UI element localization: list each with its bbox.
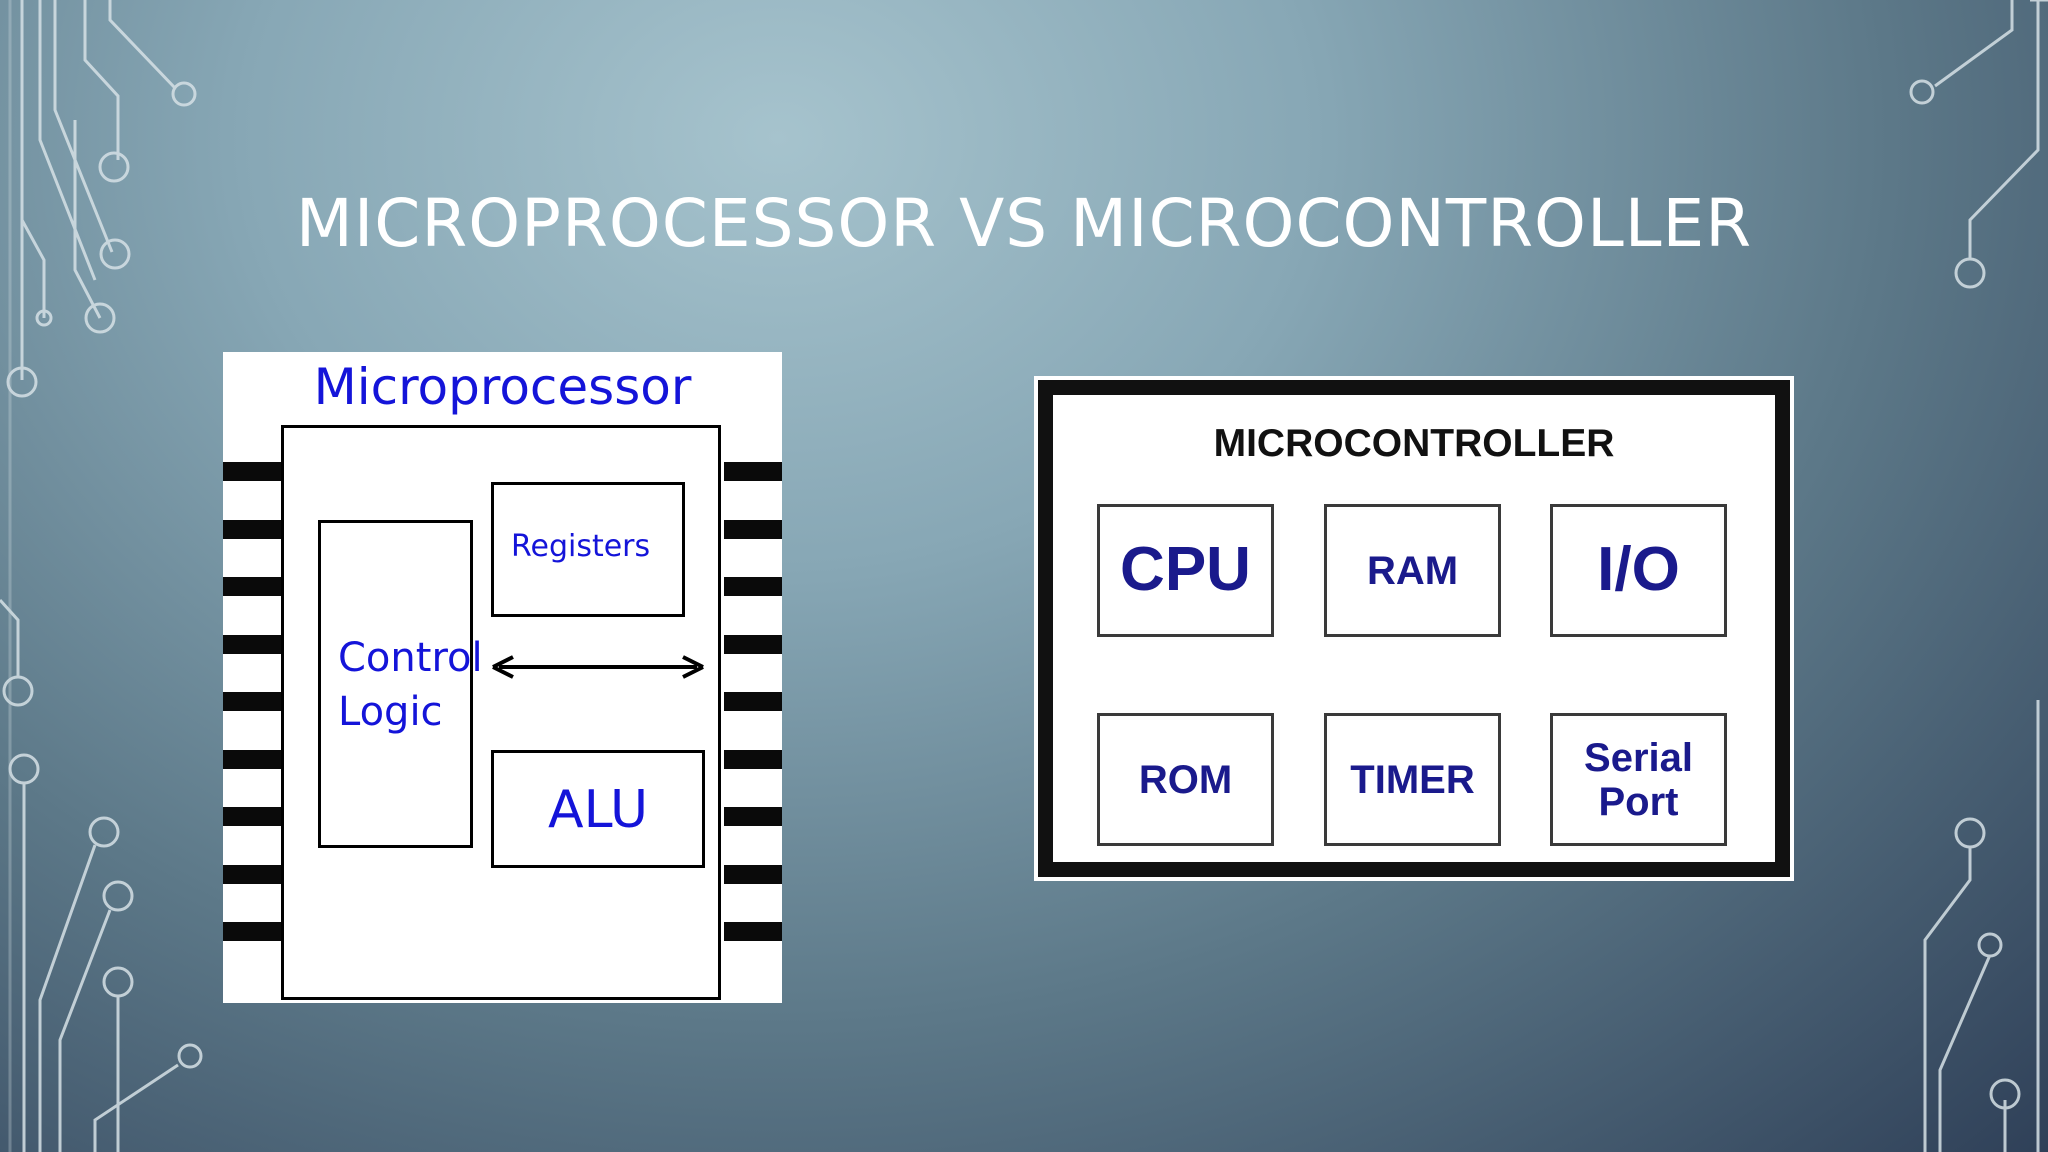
microprocessor-diagram: Microprocessor Control Logic Registers A… xyxy=(223,352,782,1003)
chip-pin xyxy=(724,750,782,769)
chip-pin xyxy=(223,750,281,769)
chip-pin xyxy=(724,865,782,884)
chip-pin xyxy=(724,692,782,711)
io-label: I/O xyxy=(1597,535,1680,605)
rom-block: ROM xyxy=(1097,713,1274,846)
rom-label: ROM xyxy=(1138,757,1233,802)
chip-pin xyxy=(223,635,281,654)
ram-label: RAM xyxy=(1366,548,1459,593)
chip-pin xyxy=(724,922,782,941)
serial-port-label: Serial Port xyxy=(1584,735,1693,824)
chip-pin xyxy=(724,807,782,826)
microcontroller-diagram: MICROCONTROLLER CPU RAM I/O ROM TIMER Se… xyxy=(1034,376,1794,881)
chip-pin xyxy=(724,635,782,654)
slide-title: MICROPROCESSOR VS MICROCONTROLLER xyxy=(295,185,1753,262)
control-logic-label-line2: Logic xyxy=(338,689,443,735)
cpu-block: CPU xyxy=(1097,504,1274,637)
cpu-label: CPU xyxy=(1120,535,1251,605)
microcontroller-frame xyxy=(1038,380,1790,877)
chip-pin xyxy=(223,922,281,941)
timer-label: TIMER xyxy=(1350,757,1475,802)
chip-pin xyxy=(223,577,281,596)
registers-box xyxy=(491,482,685,617)
serial-port-block: Serial Port xyxy=(1550,713,1727,846)
chip-pin xyxy=(223,865,281,884)
chip-pin xyxy=(223,462,281,481)
io-block: I/O xyxy=(1550,504,1727,637)
chip-pin xyxy=(724,577,782,596)
microprocessor-title: Microprocessor xyxy=(313,358,692,416)
chip-pin xyxy=(724,520,782,539)
chip-pin xyxy=(223,807,281,826)
microcontroller-title: MICROCONTROLLER xyxy=(1213,422,1615,465)
control-logic-label-line1: Control xyxy=(338,635,483,681)
chip-pin xyxy=(223,520,281,539)
bidirectional-arrow xyxy=(492,655,704,679)
chip-pin xyxy=(223,692,281,711)
alu-box xyxy=(491,750,705,868)
chip-pin xyxy=(724,462,782,481)
registers-label: Registers xyxy=(511,529,651,564)
ram-block: RAM xyxy=(1324,504,1501,637)
timer-block: TIMER xyxy=(1324,713,1501,846)
control-logic-box xyxy=(318,520,473,848)
alu-label: ALU xyxy=(548,780,649,840)
